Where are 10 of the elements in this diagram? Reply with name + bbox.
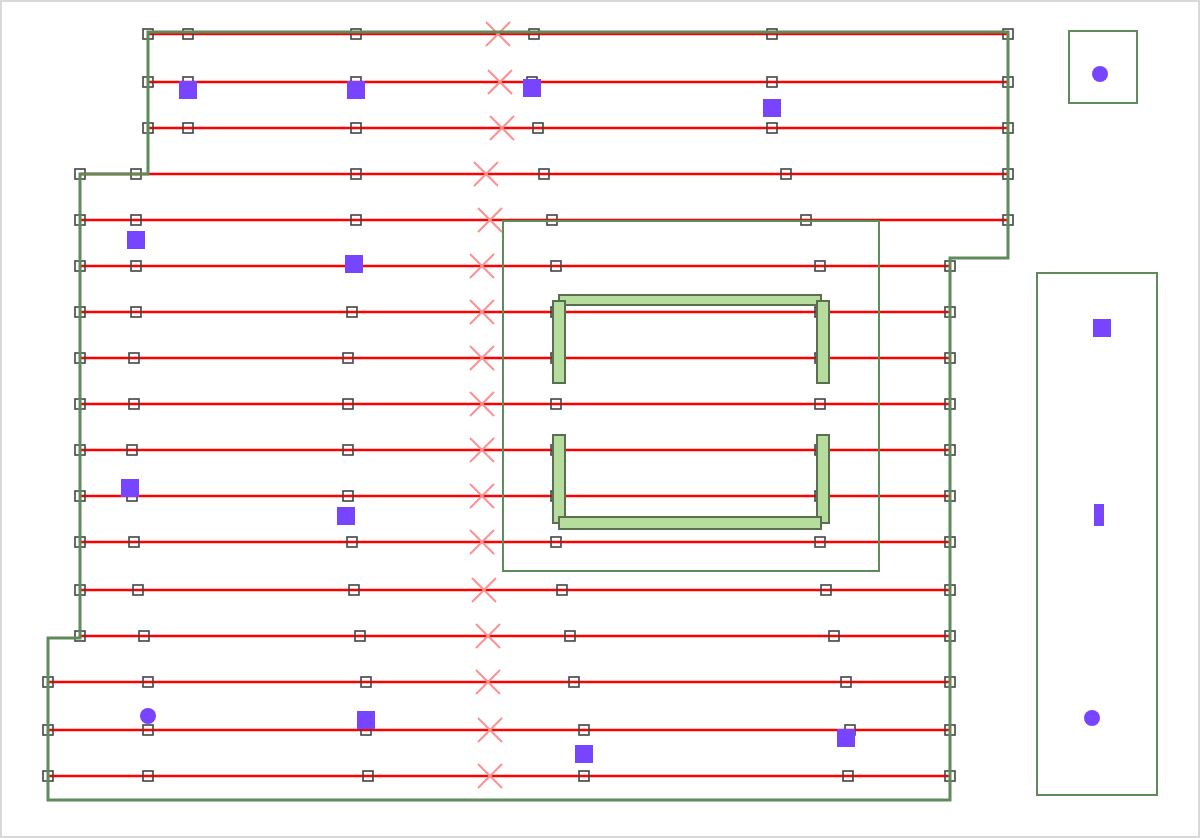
room-outline — [1068, 30, 1138, 104]
wall-bar — [558, 294, 822, 306]
wall-bar — [558, 516, 822, 530]
wall-bar — [816, 434, 830, 524]
building-outline — [48, 32, 1008, 800]
wall-bar — [816, 300, 830, 384]
room-outline — [1036, 272, 1158, 796]
wall-bar — [552, 300, 566, 384]
room-outline — [502, 220, 880, 572]
wall-bar — [552, 434, 566, 524]
